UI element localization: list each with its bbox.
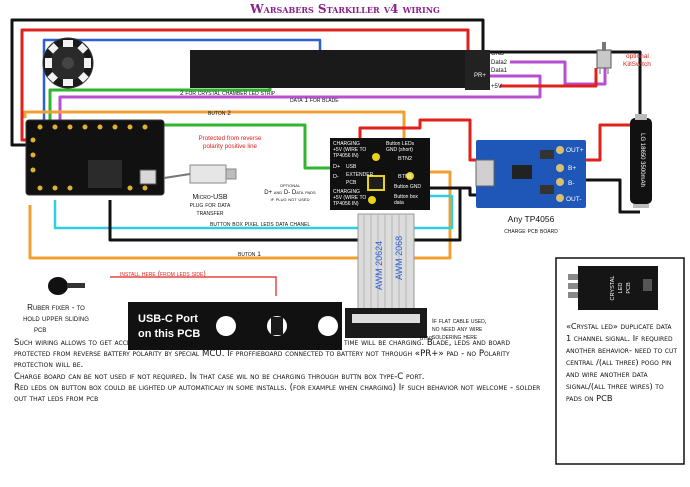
label-killswitch-2: KillSwitch	[623, 61, 651, 68]
extender-charging-top: CHARGING	[333, 141, 360, 147]
label-btn3-small: BTN3	[420, 336, 433, 342]
label-rubber-fixer-2: hold upper sliding	[23, 314, 89, 323]
install-here-pointer	[110, 276, 277, 296]
label-micro-usb-2: plug for data	[190, 202, 231, 209]
tp-pad-bminus: B-	[568, 180, 575, 187]
wire-red-killswitch	[500, 68, 598, 88]
label-button-1: buton 1	[238, 251, 261, 258]
box-pad-led-gnd-2: GND (short)	[386, 147, 413, 153]
label-tp4056-1: Any TP4056	[508, 214, 555, 224]
label-optional-pads-3: if plug not used	[270, 197, 309, 203]
notes-block: Such wiring allows to get access to prof…	[14, 338, 544, 405]
label-rubber-fixer-1: Ruber fixer - to	[27, 303, 85, 312]
pad-gnd: GND	[491, 51, 505, 57]
pad-plus5v: +5V	[491, 84, 502, 90]
crystal-pcb-label-3: PCB	[626, 282, 632, 294]
wire-purple-killswitch-right	[510, 60, 607, 86]
usbc-label-1: USB-C Port	[138, 313, 198, 325]
label-flat-cable-2: no need any wire	[432, 326, 483, 333]
led-strip-pads: GND Data2 Data1 PR+ +5V	[474, 51, 508, 90]
led-strip	[190, 50, 490, 90]
note-1: Such wiring allows to get access to prof…	[14, 338, 510, 371]
crystal-pcb-label: CRYSTAL	[610, 276, 616, 301]
label-reverse-protect-1: Protected from reverse	[199, 135, 262, 142]
tp-pad-bplus: B+	[568, 165, 576, 172]
wire-black-battery	[488, 50, 642, 120]
flat-cable-marking-2: AWM 2068	[394, 236, 404, 280]
battery-18650	[630, 114, 652, 208]
extender-dminus: D-	[333, 174, 339, 180]
extender-labels: CHARGING +5V (WIRE TO TP4056 IN) D+ D- U…	[333, 141, 421, 207]
label-button-box-pixel: button box pixel leds data chanel	[210, 221, 310, 228]
label-flat-cable-1: If flat cable used,	[432, 318, 487, 325]
note-2: Charge board can be not used if not requ…	[14, 371, 425, 382]
note-3: Red leds on button box could be lighted …	[14, 382, 541, 405]
box-pad-btn2: BTN2	[398, 156, 412, 162]
pad-pr-plus: PR+	[474, 73, 486, 79]
tp-pad-outminus: OUT-	[566, 196, 582, 203]
label-install-here: install here (from leds side)	[120, 271, 206, 278]
label-killswitch-1: optional	[626, 53, 649, 60]
label-optional-pads-1: optional	[280, 183, 301, 189]
box-pad-led-gnd: Button LEDs	[386, 141, 415, 147]
micro-usb-plug	[163, 164, 237, 184]
tp4056-board	[475, 140, 586, 208]
proffieboard	[25, 119, 165, 196]
label-optional-pads-2: D+ and D- Data pads	[264, 190, 316, 196]
kill-switch	[596, 42, 612, 74]
crystal-led-note: «Crystal led» duplicate data 1 channel s…	[566, 321, 678, 403]
extender-charging-bottom-2: +5V (WIRE TO	[333, 195, 366, 201]
wire-orange-button1	[28, 170, 452, 260]
wire-black-gnd	[10, 18, 485, 147]
label-micro-usb-3: transfer	[197, 210, 224, 217]
box-pad-data: Button box	[394, 194, 418, 200]
extender-charging-bottom-3: TP4056 IN)	[333, 201, 359, 207]
label-wire-2-pixel: 2 for crystal chamber led strip	[180, 90, 276, 97]
box-pad-gnd: Button GND	[394, 184, 421, 190]
wire-black-tp-in	[440, 186, 478, 197]
box-pad-data-2: data	[394, 200, 404, 206]
extender-text: EXTENDER	[346, 172, 374, 178]
battery-label: LG 18650 3500mAh	[639, 133, 645, 187]
label-button-2: buton 2	[208, 110, 231, 117]
wire-black-battery-b	[580, 178, 640, 214]
label-wire-data1: data 1 for blade	[290, 97, 339, 104]
wire-red-tp-in	[358, 118, 478, 162]
rubber-fixer	[48, 277, 85, 295]
extender-charging-top-2: +5V (WIRE TO	[333, 147, 366, 153]
diagram-title: Warsabers Starkiller v4 wiring	[249, 2, 440, 16]
extender-dplus: D+	[333, 164, 340, 170]
pad-data1: Data1	[491, 68, 508, 74]
pad-data2: Data2	[491, 60, 508, 66]
extender-charging-top-3: TP4056 IN)	[333, 153, 359, 159]
box-pad-btn1: BTN1	[398, 174, 412, 180]
wire-red-battery	[580, 123, 640, 162]
label-flat-cable-3: soldering here	[432, 334, 478, 341]
label-reverse-protect-2: polarity positive line	[203, 143, 258, 150]
usbc-label-2: on this PCB	[138, 328, 200, 340]
led-ring	[42, 37, 94, 89]
flat-cable-marking: AWM 20624	[374, 241, 384, 290]
crystal-led-pcb: CRYSTAL LED PCB	[568, 266, 658, 310]
flat-cable: AWM 20624 AWM 2068	[345, 213, 427, 338]
extender-usb: USB	[346, 164, 357, 170]
label-rubber-fixer-3: pcb	[34, 325, 46, 334]
label-tp4056-2: charge pcb board	[504, 226, 558, 235]
crystal-pcb-label-2: LED	[618, 283, 624, 294]
extender-charging-bottom: CHARGING	[333, 189, 360, 195]
tp-pad-outplus: OUT+	[566, 147, 584, 154]
wire-cyan-boxdata	[53, 194, 454, 230]
extender-pcb	[330, 138, 430, 210]
usbc-pcb	[128, 302, 342, 350]
label-micro-usb-1: Micro-USB	[192, 194, 227, 201]
extender-pcb-text: PCB	[346, 180, 357, 186]
